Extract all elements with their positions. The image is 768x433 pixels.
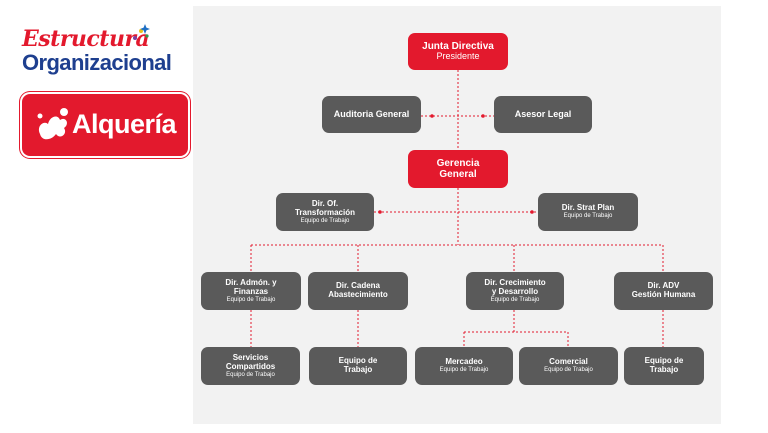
node-dir-strat-plan: Dir. Strat Plan Equipo de Trabajo <box>538 193 638 231</box>
node-title-line1: Equipo de <box>338 356 378 366</box>
node-subtitle: Equipo de Trabajo <box>226 371 275 378</box>
sparkle-icon <box>133 24 150 40</box>
node-dir-transformacion: Dir. Of. Transformación Equipo de Trabaj… <box>276 193 374 231</box>
node-title: Junta Directiva <box>422 41 494 53</box>
node-title: Auditoria General <box>333 108 410 119</box>
node-dir-adv-gestion-humana: Dir. ADV Gestión Humana <box>614 272 713 310</box>
node-subtitle: Equipo de Trabajo <box>439 367 489 374</box>
node-title-line2: Abastecimiento <box>328 290 388 299</box>
node-title-line2: Trabajo <box>649 365 679 374</box>
node-auditoria-general: Auditoria General <box>322 96 421 133</box>
node-subtitle: Equipo de Trabajo <box>300 217 350 224</box>
node-junta-directiva: Junta Directiva Presidente <box>408 33 508 70</box>
node-title-line2: y Desarrollo <box>491 286 539 296</box>
node-gerencia-general: Gerencia General <box>408 150 508 188</box>
node-servicios-compartidos: Servicios Compartidos Equipo de Trabajo <box>201 347 300 385</box>
node-title-line2: Trabajo <box>343 365 373 374</box>
node-title-line2: Gestión Humana <box>631 290 696 299</box>
node-mercadeo: Mercadeo Equipo de Trabajo <box>415 347 513 385</box>
node-asesor-legal: Asesor Legal <box>494 96 592 133</box>
node-dir-crecimiento-desarrollo: Dir. Crecimiento y Desarrollo Equipo de … <box>466 272 564 310</box>
node-title-line1: Dir. ADV <box>647 281 680 291</box>
alqueria-brand-text: Alquería <box>72 109 177 139</box>
node-equipo-trabajo-cadena: Equipo de Trabajo <box>309 347 407 385</box>
node-subtitle: Equipo de Trabajo <box>490 296 540 303</box>
node-title-line2: Finanzas <box>233 286 269 296</box>
node-title-line1: Dir. Admón. y <box>225 277 277 287</box>
node-dir-cadena-abastecimiento: Dir. Cadena Abastecimiento <box>308 272 408 310</box>
title-line2: Organizacional <box>22 50 172 75</box>
alqueria-splash-icon <box>37 108 68 140</box>
node-title-line2: Transformación <box>294 207 355 217</box>
node-title-line2: Compartidos <box>225 361 276 371</box>
node-title-line1: Equipo de <box>644 356 684 366</box>
node-title: Mercadeo <box>445 357 483 367</box>
node-title-line1: Dir. Cadena <box>335 281 380 291</box>
alqueria-logo: Alquería <box>22 94 188 156</box>
node-title-line2: General <box>439 169 477 180</box>
node-subtitle: Presidente <box>436 51 480 62</box>
node-comercial: Comercial Equipo de Trabajo <box>519 347 618 385</box>
node-title-line1: Servicios <box>232 352 269 362</box>
node-subtitle: Equipo de Trabajo <box>544 367 593 374</box>
node-title-line1: Gerencia <box>436 158 480 169</box>
node-title: Comercial <box>549 357 588 367</box>
node-subtitle: Equipo de Trabajo <box>226 296 276 303</box>
node-dir-admon-finanzas: Dir. Admón. y Finanzas Equipo de Trabajo <box>201 272 301 310</box>
node-title: Dir. Strat Plan <box>561 203 615 213</box>
node-subtitle: Equipo de Trabajo <box>563 213 613 220</box>
node-title-line1: Dir. Of. <box>311 198 339 208</box>
node-title: Asesor Legal <box>514 108 572 119</box>
node-equipo-trabajo-adv: Equipo de Trabajo <box>624 347 704 385</box>
title-line1: Estructura <box>22 26 150 52</box>
node-title-line1: Dir. Crecimiento <box>484 277 546 287</box>
title-logo: Estructura Organizacional <box>22 26 172 75</box>
